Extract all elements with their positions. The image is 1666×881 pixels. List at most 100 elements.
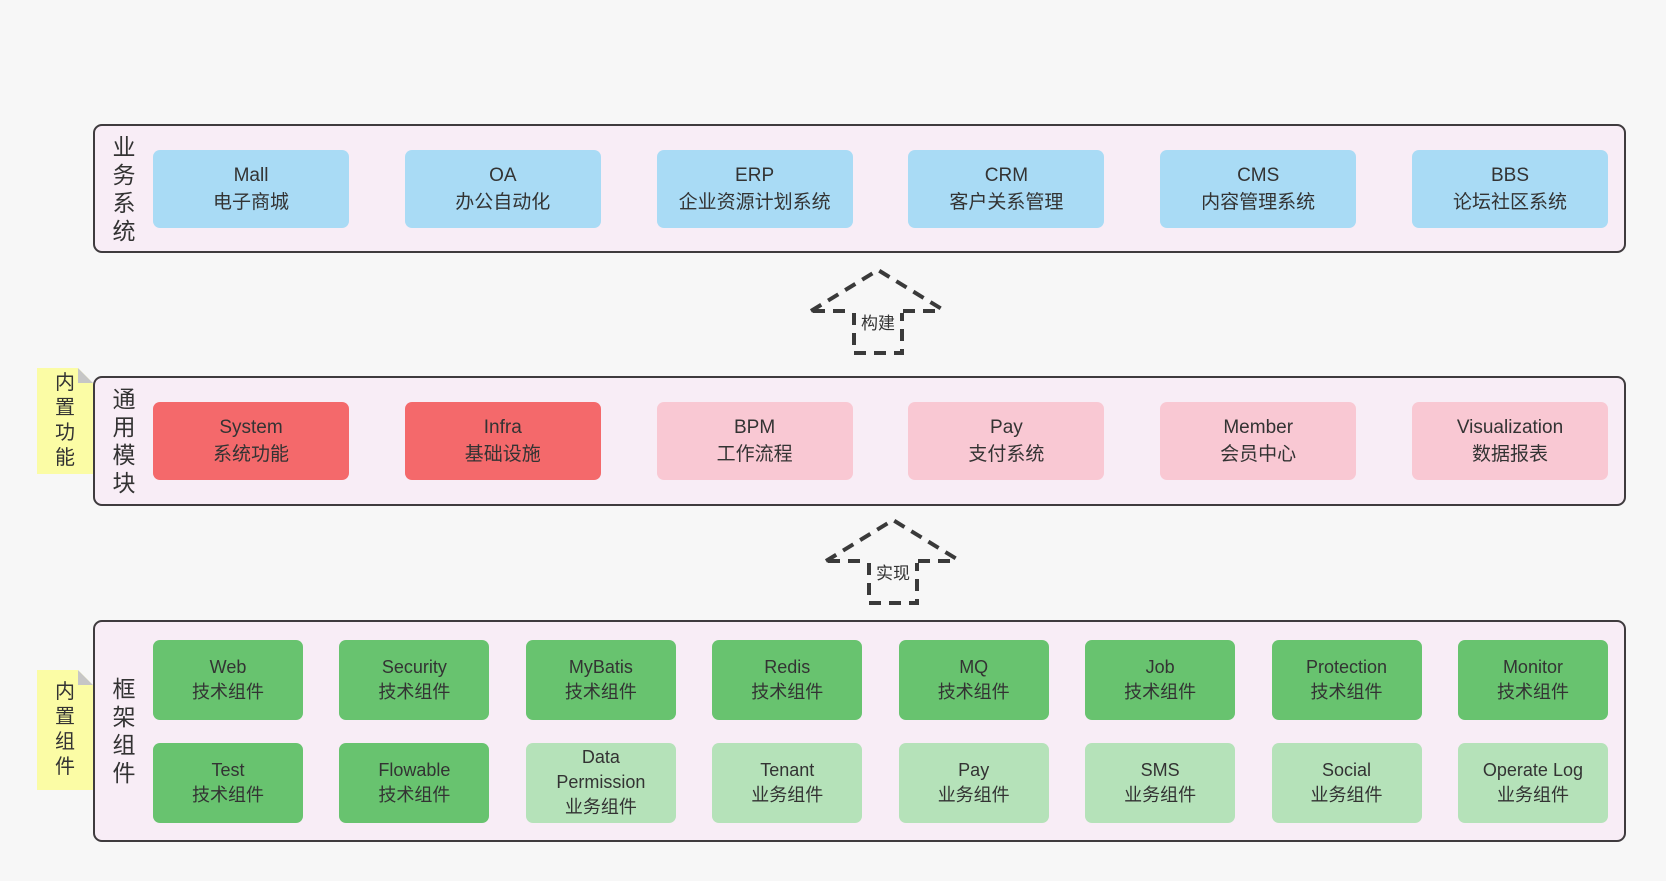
node-title: Visualization	[1456, 417, 1564, 438]
layer-content: Mall 电子商城 OA 办公自动化 ERP 企业资源计划系统 CRM 客户关系管理 CMS 内容…	[153, 126, 1624, 251]
layer-side-label: 业务系统	[95, 126, 153, 251]
node-subtitle: 基础设施	[464, 444, 541, 465]
box-row: Mall 电子商城 OA 办公自动化 ERP 企业资源计划系统 CRM 客户关系管理 CMS 内容…	[153, 149, 1608, 228]
node-title: Redis	[764, 656, 811, 677]
node-subtitle: 技术组件	[378, 784, 451, 805]
node-subtitle: 支付系统	[968, 444, 1045, 465]
node-subtitle: 论坛社区系统	[1452, 191, 1567, 213]
node-subtitle: 客户关系管理	[949, 191, 1064, 213]
layer-side-label-text: 框架组件	[112, 676, 136, 786]
layer-side-label-text: 通用模块	[112, 386, 136, 496]
node-subtitle: 技术组件	[751, 681, 824, 702]
node-protection: Protection 技术组件	[1271, 639, 1422, 720]
node-subtitle: 技术组件	[1310, 681, 1383, 702]
dashed-up-arrow-icon	[824, 517, 962, 605]
sticky-note-built-in-features: 内置功能	[37, 368, 93, 474]
node-job: Job 技术组件	[1085, 639, 1236, 720]
node-subtitle: 技术组件	[378, 681, 451, 702]
node-crm: CRM 客户关系管理	[908, 149, 1105, 228]
node-subtitle: 电子商城	[212, 191, 289, 213]
node-subtitle: 办公自动化	[455, 191, 551, 213]
node-sms: SMS 业务组件	[1085, 742, 1236, 823]
node-title: Pay	[958, 759, 990, 780]
node-erp: ERP 企业资源计划系统	[656, 149, 853, 228]
node-subtitle: 技术组件	[192, 681, 264, 702]
node-redis: Redis 技术组件	[712, 639, 863, 720]
node-subtitle: 业务组件	[1496, 784, 1569, 805]
node-title: Monitor	[1502, 656, 1563, 677]
node-subtitle: 技术组件	[192, 784, 264, 805]
layer-side-label: 通用模块	[95, 378, 153, 504]
layer-side-label-text: 业务系统	[112, 133, 136, 244]
layer-business-systems: 业务系统 Mall 电子商城 OA 办公自动化 ERP 企业资源计划系统 CRM 客户关系管理…	[93, 124, 1626, 253]
arrow-label: 构建	[858, 309, 898, 334]
node-member: Member 会员中心	[1160, 402, 1357, 480]
node-flowable: Flowable 技术组件	[339, 742, 490, 823]
dashed-up-arrow-icon	[809, 267, 947, 355]
node-title: Infra	[483, 417, 522, 438]
node-title: ERP	[735, 164, 775, 186]
node-title: SMS	[1140, 759, 1180, 780]
node-infra: Infra 基础设施	[404, 402, 601, 480]
node-subtitle: 会员中心	[1220, 444, 1297, 465]
node-title: Social	[1322, 759, 1372, 780]
node-title: Test	[211, 759, 245, 780]
node-title: CRM	[984, 164, 1029, 186]
sticky-note-text: 内置功能	[55, 372, 75, 469]
node-title: Protection	[1306, 656, 1388, 677]
node-social: Social 业务组件	[1271, 742, 1422, 823]
node-test: Test 技术组件	[153, 742, 303, 823]
node-subtitle: 业务组件	[564, 797, 637, 817]
node-title: Job	[1145, 656, 1175, 677]
node-subtitle: 企业资源计划系统	[678, 191, 831, 213]
node-title: Mall	[233, 164, 269, 186]
node-title: MyBatis	[568, 656, 633, 677]
node-subtitle: 业务组件	[1310, 784, 1383, 805]
node-mall: Mall 电子商城	[153, 149, 349, 228]
node-subtitle: 技术组件	[1124, 681, 1197, 702]
layer-side-label: 框架组件	[95, 622, 153, 840]
node-title: Web	[209, 656, 247, 677]
node-subtitle: 数据报表	[1471, 444, 1548, 465]
node-title: MQ	[959, 656, 989, 677]
folded-corner-icon	[78, 368, 93, 383]
node-mybatis: MyBatis 技术组件	[525, 639, 676, 720]
node-monitor: Monitor 技术组件	[1457, 639, 1608, 720]
node-title: Security	[381, 656, 447, 677]
node-subtitle: 业务组件	[751, 784, 824, 805]
node-security: Security 技术组件	[339, 639, 490, 720]
node-subtitle: 工作流程	[716, 444, 793, 465]
node-oa: OA 办公自动化	[404, 149, 601, 228]
node-subtitle: 内容管理系统	[1201, 191, 1316, 213]
build-arrow: 构建	[808, 264, 948, 356]
node-subtitle: 业务组件	[1124, 784, 1197, 805]
node-title: CMS	[1237, 164, 1280, 186]
node-title: OA	[489, 164, 517, 186]
node-cms: CMS 内容管理系统	[1160, 149, 1357, 228]
node-subtitle: 技术组件	[1496, 681, 1569, 702]
node-title: Member	[1223, 417, 1294, 438]
node-title: Flowable	[378, 759, 451, 780]
node-title: BPM	[734, 417, 776, 438]
sticky-note-text: 内置组件	[55, 681, 75, 778]
arrow-label: 实现	[873, 559, 913, 584]
node-bpm: BPM 工作流程	[656, 402, 853, 480]
node-subtitle: 技术组件	[564, 681, 637, 702]
node-subtitle: 系统功能	[212, 444, 289, 465]
node-visualization: Visualization 数据报表	[1411, 402, 1608, 480]
